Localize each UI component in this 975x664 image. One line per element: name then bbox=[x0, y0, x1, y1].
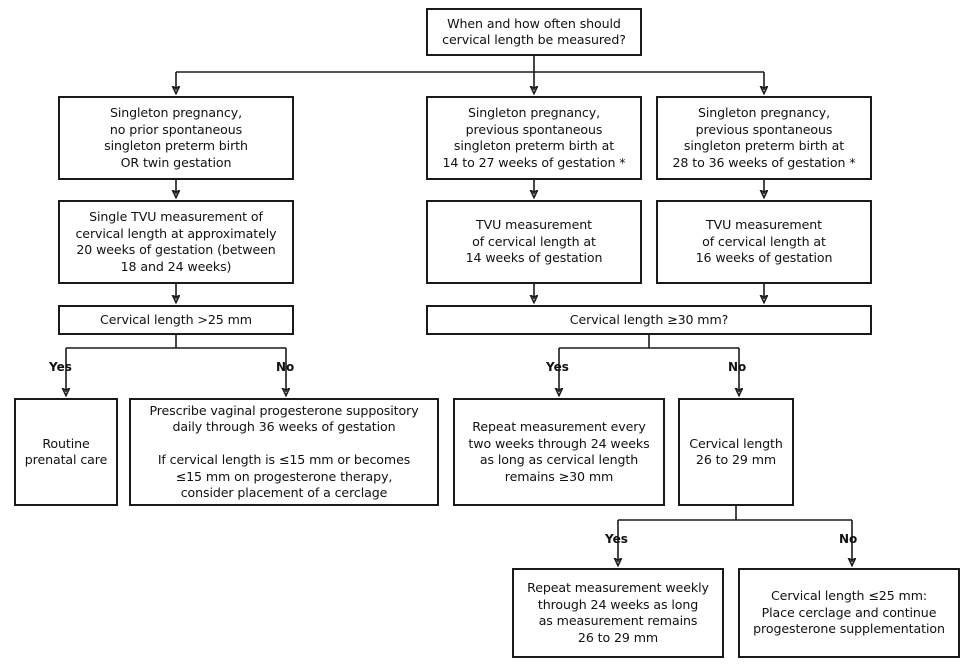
branch-a-measurement-box: Single TVU measurement of cervical lengt… bbox=[58, 200, 294, 284]
edge-label-left-yes: Yes bbox=[49, 360, 72, 374]
outcome-cerclage-box: Cervical length ≤25 mm: Place cerclage a… bbox=[738, 568, 960, 658]
branch-b-measurement-box: TVU measurement of cervical length at 14… bbox=[426, 200, 642, 284]
outcome-repeat-two-weeks-box: Repeat measurement every two weeks throu… bbox=[453, 398, 665, 506]
decision-right-box: Cervical length ≥30 mm? bbox=[426, 305, 872, 335]
branch-b-condition-box: Singleton pregnancy, previous spontaneou… bbox=[426, 96, 642, 180]
edge-label-bottom-no: No bbox=[839, 532, 858, 546]
decision-left-box: Cervical length >25 mm bbox=[58, 305, 294, 335]
edge-label-bottom-yes: Yes bbox=[605, 532, 628, 546]
outcome-routine-prenatal-care-box: Routine prenatal care bbox=[14, 398, 118, 506]
edge-label-left-no: No bbox=[276, 360, 295, 374]
branch-c-condition-box: Singleton pregnancy, previous spontaneou… bbox=[656, 96, 872, 180]
decision-26-to-29-mm-box: Cervical length 26 to 29 mm bbox=[678, 398, 794, 506]
branch-c-measurement-box: TVU measurement of cervical length at 16… bbox=[656, 200, 872, 284]
edge-label-right-yes: Yes bbox=[546, 360, 569, 374]
branch-a-condition-box: Singleton pregnancy, no prior spontaneou… bbox=[58, 96, 294, 180]
edge-label-right-no: No bbox=[728, 360, 747, 374]
outcome-progesterone-box: Prescribe vaginal progesterone supposito… bbox=[129, 398, 439, 506]
root-question-box: When and how often should cervical lengt… bbox=[426, 8, 642, 56]
outcome-repeat-weekly-box: Repeat measurement weekly through 24 wee… bbox=[512, 568, 724, 658]
